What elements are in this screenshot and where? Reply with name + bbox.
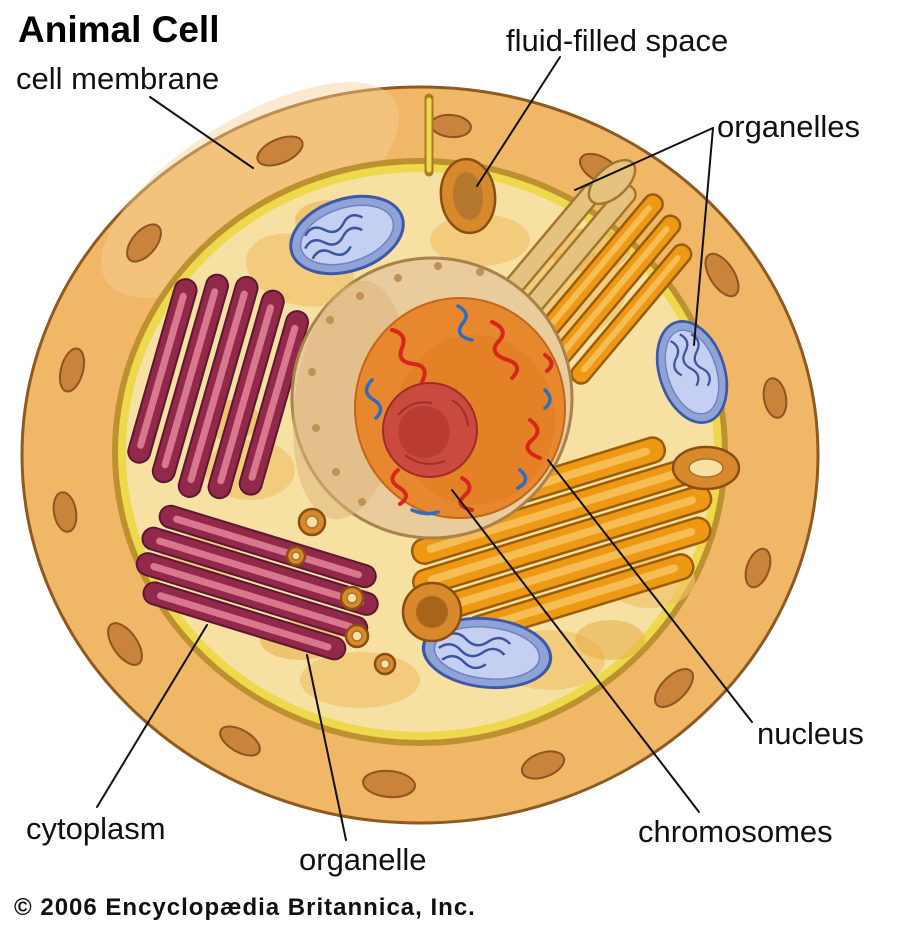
membrane-pits — [52, 113, 788, 799]
leader-organelles-a — [574, 127, 714, 191]
golgi-apparatus-upper — [495, 183, 693, 385]
leader-lines — [96, 56, 753, 841]
vesicles — [285, 445, 741, 676]
chromosomes — [364, 304, 554, 516]
leader-fluid-space — [476, 56, 561, 187]
label-chromosomes: chromosomes — [638, 814, 833, 849]
copyright-notice: © 2006 Encyclopædia Britannica, Inc. — [14, 894, 476, 921]
vesicle-ring-right — [671, 445, 741, 491]
nucleus — [290, 256, 574, 540]
label-cell-membrane: cell membrane — [16, 61, 220, 96]
label-cytoplasm: cytoplasm — [26, 811, 166, 846]
leader-cell-membrane — [149, 96, 254, 169]
leader-chromosomes — [451, 489, 700, 813]
label-organelle: organelle — [299, 842, 427, 877]
vesicle-filled-bottom — [401, 581, 463, 643]
label-fluid-filled-space: fluid-filled space — [506, 23, 729, 58]
leader-organelles-b — [693, 127, 714, 346]
mitochondrion-top-left — [289, 194, 405, 276]
label-organelles: organelles — [717, 109, 861, 144]
nucleolus — [382, 382, 478, 478]
mitochondrion-right — [655, 320, 729, 424]
leader-nucleus — [547, 459, 753, 723]
label-nucleus: nucleus — [757, 716, 864, 751]
nuclear-pores — [308, 262, 484, 506]
endoplasmic-reticulum-upper — [127, 273, 310, 500]
vesicle-small-rings — [285, 507, 397, 676]
leader-cytoplasm — [96, 624, 208, 808]
leader-organelle — [306, 654, 347, 841]
page-title: Animal Cell — [18, 9, 220, 50]
mitochondrion-bottom — [421, 616, 553, 690]
endoplasmic-reticulum-lower — [135, 504, 379, 661]
